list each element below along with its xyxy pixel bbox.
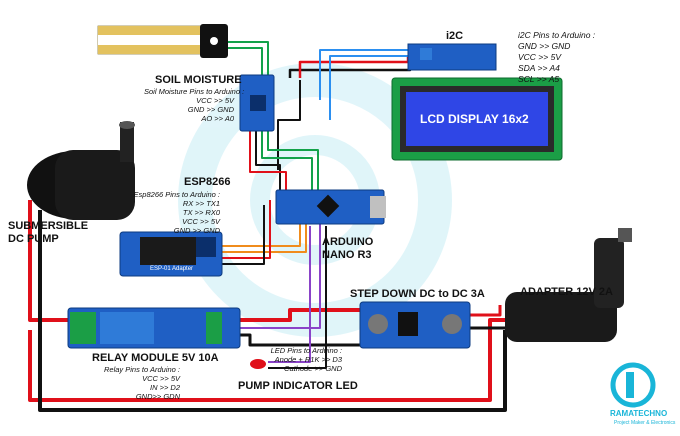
soil-moisture-title: SOIL MOISTURE [155,74,242,86]
soil-moisture-module [239,74,275,132]
i2c-pin: GND >> GND [518,41,571,51]
i2c-pin: SDA >> A4 [518,63,560,73]
arduino-title-line1: ARDUINO [322,236,374,248]
i2c-pins: i2C Pins to Arduino : GND >> GND VCC >> … [518,30,595,85]
relay-pin: GND>> GDN [135,392,180,401]
esp8266-board-label: ESP-01 Adapter [150,266,194,272]
soil-moisture-pin: AO >> A0 [201,114,234,123]
esp8266-pin: TX >> RX0 [182,208,220,217]
esp8266-pin: GND >> GND [173,226,220,235]
esp8266-pin: RX >> TX1 [182,199,220,208]
led-pins-title: LED Pins to Arduino : [270,346,342,355]
led-pins: LED Pins to Arduino : Anode + R1K >> D3 … [252,346,342,373]
relay-pin: IN >> D2 [149,383,180,392]
lcd-label: LCD DISPLAY 16x2 [420,112,529,126]
arduino-title-line2: NANO R3 [322,249,372,261]
relay-pins-title: Relay Pins to Arduino : [103,365,180,374]
brand-logo [610,362,656,408]
soil-moisture-probe [97,24,228,58]
arduino-nano [275,189,386,225]
adapter-12v [505,228,632,342]
esp8266-title: ESP8266 [184,176,231,188]
relay-pin: VCC >> 5V [142,374,180,383]
pump-title-line1: SUBMERSIBLE [8,220,89,232]
relay-module [67,307,241,349]
soil-moisture-pin: GND >> GND [187,105,234,114]
soil-moisture-pins: Soil Moisture Pins to Arduino : VCC >> 5… [144,87,245,123]
i2c-pin: SCL >> A5 [518,74,560,84]
esp8266-pin: VCC >> 5V [182,217,220,226]
pump-title-line2: DC PUMP [8,233,59,245]
brand-tagline: Project Maker & Electronics [614,420,676,426]
arduino-title: ARDUINO NANO R3 [322,236,373,262]
indicator-led [250,359,266,369]
relay-pins: Relay Pins to Arduino : VCC >> 5V IN >> … [100,365,180,401]
submersible-pump [27,121,135,220]
i2c-module [407,43,497,71]
relay-title: RELAY MODULE 5V 10A [92,352,219,364]
esp8266-pins: Esp8266 Pins to Arduino : RX >> TX1 TX >… [130,190,220,235]
led-pin: Cathode >> GND [284,364,342,373]
step-down-title: STEP DOWN DC to DC 3A [350,288,485,300]
esp8266-pins-title: Esp8266 Pins to Arduino : [133,190,220,199]
pump-title: SUBMERSIBLE DC PUMP [8,220,88,246]
soil-moisture-pin: VCC >> 5V [196,96,234,105]
step-down-converter [359,301,471,349]
wires [28,41,512,412]
brand-name: RAMATECHNO [610,409,668,418]
i2c-pins-title: i2C Pins to Arduino : [518,30,596,40]
adapter-title: ADAPTER 12V 2A [520,286,613,298]
soil-moisture-pins-title: Soil Moisture Pins to Arduino : [144,87,245,96]
led-title: PUMP INDICATOR LED [238,380,358,392]
i2c-title: i2C [446,30,464,42]
esp8266-board [119,231,223,277]
led-pin: Anode + R1K >> D3 [274,355,342,364]
i2c-pin: VCC >> 5V [518,52,561,62]
lcd-module [391,77,563,161]
